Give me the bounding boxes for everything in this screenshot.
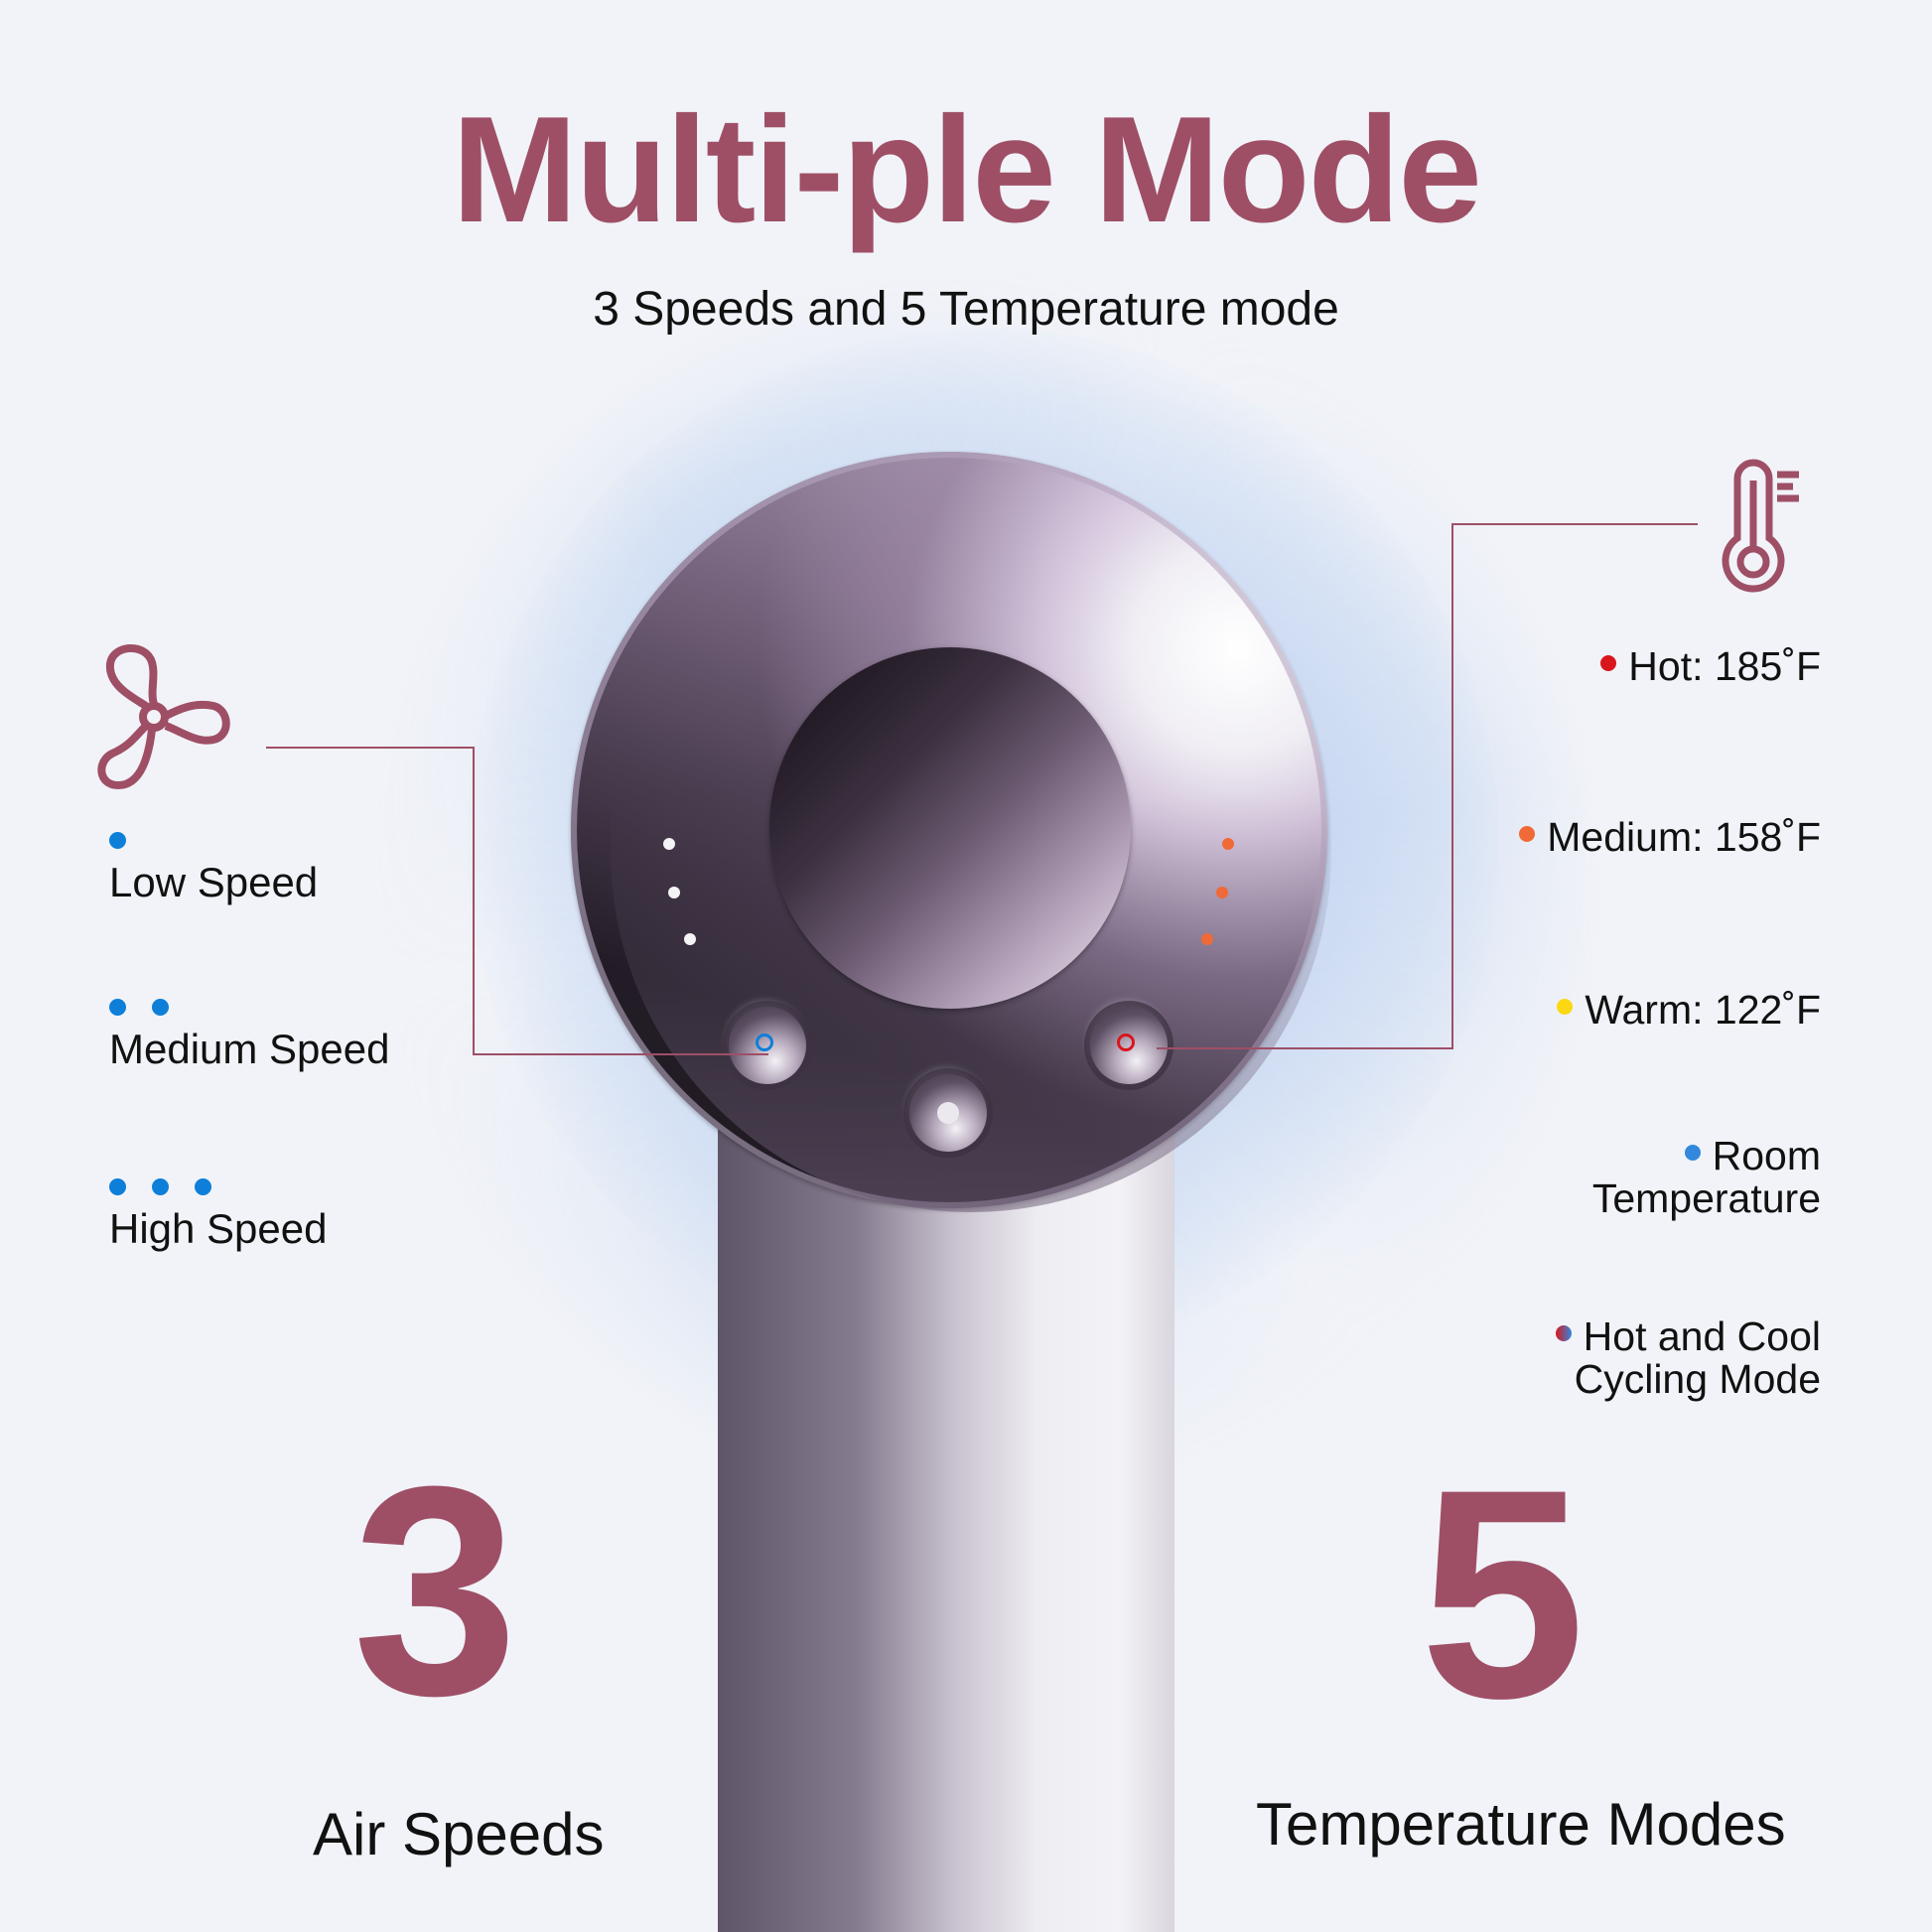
temp-label: Cycling Mode xyxy=(1574,1356,1821,1402)
room-dot-icon xyxy=(1684,1145,1701,1162)
fan-icon xyxy=(97,644,230,789)
temperature-modes-count-label: Temperature Modes xyxy=(1256,1791,1786,1858)
temp-connector-line xyxy=(1157,1047,1453,1049)
speed-label: High Speed xyxy=(109,1205,328,1252)
temp-label: Warm: 122˚F xyxy=(1585,987,1821,1033)
speeds-count-label: Air Speeds xyxy=(313,1801,605,1867)
temp-connector-line xyxy=(1451,523,1453,1049)
dryer-air-outlet xyxy=(769,647,1131,1009)
temp-led xyxy=(1222,838,1234,850)
temp-item-room: Room Temperature xyxy=(1592,1135,1821,1220)
cycling-dot-icon xyxy=(1555,1325,1572,1342)
speed-label: Low Speed xyxy=(109,859,319,905)
speed-item-high: High Speed xyxy=(109,1178,328,1250)
power-dot-icon xyxy=(937,1102,959,1124)
warm-dot-icon xyxy=(1557,999,1574,1016)
speed-connector-line xyxy=(266,747,475,749)
speed-connector-line xyxy=(473,1053,768,1055)
temp-label: Hot and Cool xyxy=(1583,1313,1821,1359)
speed-level-dots xyxy=(109,1178,328,1196)
speed-label: Medium Speed xyxy=(109,1026,390,1072)
temp-item-cycling: Hot and Cool Cycling Mode xyxy=(1555,1313,1821,1402)
temp-item-medium: Medium: 158˚F xyxy=(1519,816,1821,859)
speed-item-medium: Medium Speed xyxy=(109,999,390,1070)
speed-led xyxy=(668,887,680,898)
hot-dot-icon xyxy=(1600,655,1617,672)
temp-item-hot: Hot: 185˚F xyxy=(1600,645,1821,688)
speed-level-dots xyxy=(109,999,390,1017)
page-title: Multi-ple Mode xyxy=(452,85,1482,254)
temp-led xyxy=(1216,887,1228,898)
page-subtitle: 3 Speeds and 5 Temperature mode xyxy=(593,283,1339,336)
temp-label: Hot: 185˚F xyxy=(1628,643,1821,689)
speed-button[interactable] xyxy=(729,1007,806,1084)
temp-label: Room xyxy=(1712,1133,1821,1178)
power-button[interactable] xyxy=(909,1074,987,1152)
temp-connector-line xyxy=(1451,523,1698,525)
speed-led xyxy=(684,933,696,945)
temperature-modes-count: 5 xyxy=(1420,1427,1586,1760)
speed-connector-line xyxy=(473,747,475,1055)
speed-level-dots xyxy=(109,832,318,850)
thermometer-icon xyxy=(1722,459,1799,593)
dryer-handle xyxy=(718,1092,1174,1932)
temp-led xyxy=(1201,933,1213,945)
medium-dot-icon xyxy=(1519,826,1536,843)
temp-label: Medium: 158˚F xyxy=(1547,814,1821,860)
speed-ring-icon xyxy=(756,1034,773,1051)
temperature-button[interactable] xyxy=(1090,1007,1168,1084)
speed-led xyxy=(663,838,675,850)
speed-item-low: Low Speed xyxy=(109,832,318,903)
temperature-ring-icon xyxy=(1117,1034,1135,1051)
temp-item-warm: Warm: 122˚F xyxy=(1557,989,1821,1032)
temp-label: Temperature xyxy=(1591,1175,1821,1221)
speeds-count: 3 xyxy=(352,1424,518,1757)
